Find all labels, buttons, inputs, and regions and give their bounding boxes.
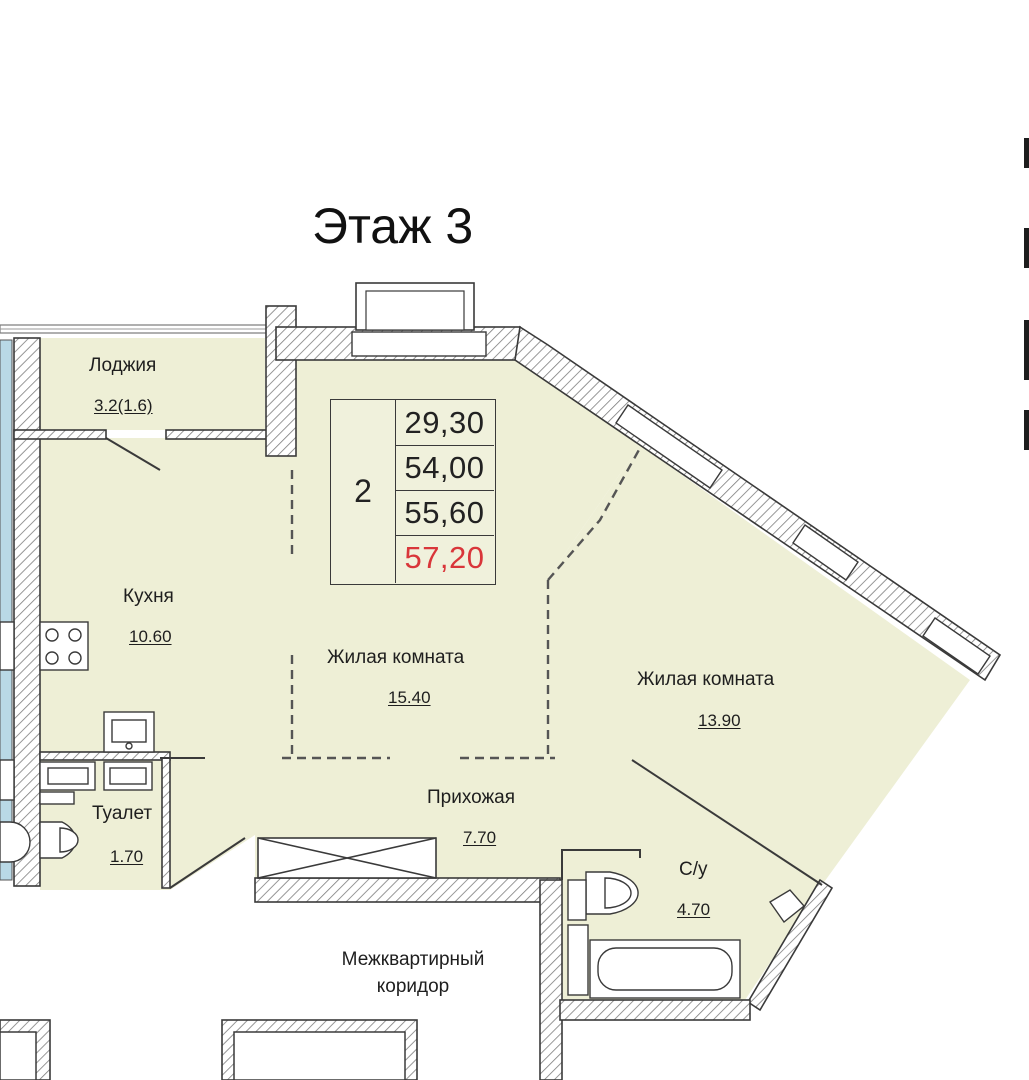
- toilet-fixtures: [39, 761, 153, 859]
- lower-rooms: [0, 1031, 406, 1080]
- kitchen-area: 10.60: [129, 627, 172, 646]
- living-room-2-area: 13.90: [698, 711, 741, 730]
- dashed-partitions: [282, 447, 642, 760]
- left-fixtures: [0, 759, 31, 863]
- balcony: [351, 282, 487, 357]
- room-fills: [40, 338, 970, 1000]
- diag-window-1: [615, 404, 723, 489]
- wall-partition-kitchen-toilet: [39, 751, 171, 761]
- wall-loggia-kitchen: [13, 429, 107, 440]
- stove: [39, 621, 89, 671]
- balcony-inner: [365, 290, 465, 331]
- toilet-label: Туалет: [92, 803, 153, 824]
- living-room-1-label: Жилая комната: [327, 647, 465, 668]
- area-total: 57,20: [404, 540, 485, 575]
- hallway-label: Прихожая: [427, 787, 516, 808]
- hallway-area: 7.70: [463, 828, 497, 847]
- wall-bath-right: [746, 878, 834, 1012]
- toilet-area: 1.70: [110, 847, 144, 866]
- thin-walls: [105, 437, 823, 889]
- bathroom-area: 4.70: [677, 900, 711, 919]
- wall-bath-bottom: [559, 999, 751, 1021]
- area-living: 29,30: [395, 400, 494, 446]
- loggia-fill: [40, 338, 265, 430]
- rooms-count: 2: [331, 400, 396, 583]
- diag-window-3: [922, 617, 991, 675]
- lower-room-mid: [233, 1031, 406, 1080]
- hallway-fill: [40, 758, 822, 890]
- living-room-1-fill: [292, 360, 640, 758]
- window-top: [351, 331, 487, 357]
- wall-toilet-right: [161, 757, 171, 889]
- area-reduced: 55,60: [395, 490, 494, 536]
- living-room-2-fill: [548, 445, 970, 885]
- wall-bath-left: [539, 879, 563, 1080]
- unit-info-table: 2 29,30 54,00 55,60 57,20: [330, 399, 496, 585]
- bath-fixtures: [567, 871, 806, 999]
- wardrobe: [257, 837, 437, 879]
- living-room-2-label: Жилая комната: [637, 669, 775, 690]
- window-left: [0, 339, 13, 881]
- partition-living-rooms-top: [547, 447, 642, 581]
- diagonal-windows: [615, 404, 991, 675]
- edge-marks: [1024, 138, 1029, 450]
- corridor-label: Межквартирный коридор: [341, 949, 485, 997]
- loggia-label: Лоджия: [89, 355, 157, 376]
- windows: [0, 324, 269, 881]
- kitchen-label: Кухня: [123, 586, 174, 607]
- washbasin: [768, 889, 806, 924]
- kitchen-fixtures: [0, 621, 155, 753]
- kitchen-fill: [40, 438, 292, 758]
- floor-title: Этаж 3: [312, 198, 474, 254]
- living-room-1-area: 15.40: [388, 688, 431, 707]
- bathroom-label: С/у: [679, 859, 708, 880]
- wall-bottom-hall: [254, 877, 561, 903]
- loggia-area: 3.2(1.6): [94, 396, 153, 415]
- wall-left: [13, 337, 41, 887]
- diag-window-2: [792, 524, 859, 581]
- lower-room-left: [0, 1031, 37, 1080]
- area-total-no-loggia: 54,00: [395, 445, 494, 491]
